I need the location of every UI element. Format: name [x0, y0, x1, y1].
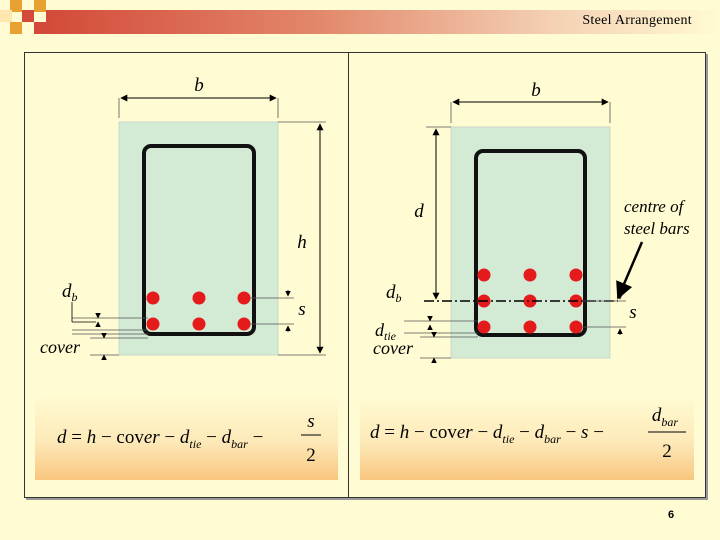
stirrup	[142, 144, 256, 336]
cover-label: cover	[40, 337, 81, 357]
spacing-label: s	[298, 299, 305, 320]
rebar	[523, 268, 537, 282]
stirrup	[474, 149, 587, 337]
bar-dia-label: db	[386, 282, 402, 305]
svg-text:2: 2	[306, 445, 316, 466]
width-label: b	[194, 75, 204, 96]
panel-divider	[348, 52, 349, 498]
bar-dia-label: db	[62, 281, 78, 304]
page-number: 6	[668, 509, 675, 521]
rebar	[146, 291, 160, 305]
centroid-arrow	[616, 241, 644, 300]
rebar	[477, 268, 491, 282]
rebar	[192, 317, 206, 331]
decor-square	[34, 22, 46, 34]
rebar	[477, 320, 491, 334]
decor-square	[0, 10, 12, 22]
centroid-note-line2: steel bars	[624, 219, 690, 238]
centroid-note-line1: centre of	[624, 197, 686, 216]
decor-square	[10, 0, 22, 12]
cover-label: cover	[373, 338, 414, 358]
decor-square	[10, 22, 22, 34]
rebar	[192, 291, 206, 305]
formula-right: d = h − cover − dtie − dbar − s − dbar 2	[370, 405, 686, 462]
right-section: b d s db dtie cover centre of steel bars	[373, 80, 690, 364]
formula-box-left: d = h − cover − dtie − dbar − s 2	[35, 395, 338, 480]
width-label: b	[531, 80, 541, 101]
header-bar: Steel Arrangement	[0, 0, 720, 34]
header-gradient	[46, 10, 720, 34]
rebar	[237, 317, 251, 331]
decor-square	[22, 10, 34, 22]
decor-square	[34, 0, 46, 12]
height-label: h	[297, 232, 307, 253]
rebar	[146, 317, 160, 331]
rebar	[523, 294, 537, 308]
formula-left: d = h − cover − dtie − dbar − s 2	[57, 411, 321, 466]
rebar	[237, 291, 251, 305]
rebar	[569, 268, 583, 282]
rebar-group	[146, 291, 251, 331]
formula-right-text: d = h − cover − dtie − dbar − s −	[370, 422, 604, 446]
depth-label: d	[414, 201, 424, 222]
formula-left-text: d = h − cover − dtie − dbar −	[57, 427, 263, 451]
left-section: b h s db cover	[40, 75, 326, 361]
rebar	[569, 320, 583, 334]
svg-text:s: s	[307, 411, 314, 432]
spacing-label: s	[629, 302, 636, 323]
svg-text:2: 2	[662, 441, 672, 462]
formula-box-right: d = h − cover − dtie − dbar − s − dbar 2	[360, 397, 694, 480]
slide-title: Steel Arrangement	[582, 13, 692, 28]
rebar	[523, 320, 537, 334]
svg-text:dbar: dbar	[652, 405, 679, 429]
rebar-group	[477, 268, 583, 334]
